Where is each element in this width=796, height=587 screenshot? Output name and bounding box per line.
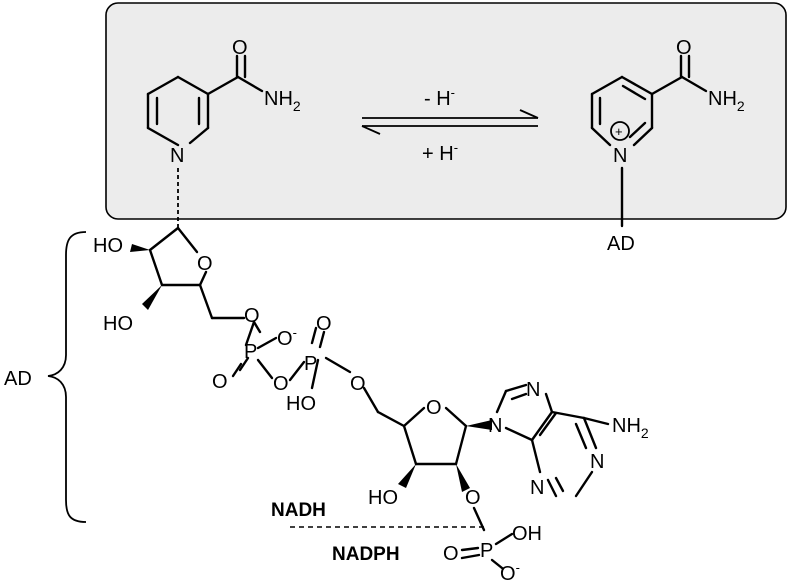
nadh-label: NADH [271, 500, 326, 521]
phosphate-link-oxygen-1: O [244, 305, 260, 327]
amide-nh2-right: NH2 [708, 88, 745, 114]
phosphate-o-minus: O- [277, 325, 297, 350]
adenine-n7: N [526, 379, 540, 401]
phosphate-ho: HO [286, 393, 316, 415]
phosphate-double-o-1: O [212, 371, 228, 393]
ribose-bottom-ring-oxygen: O [426, 397, 442, 419]
ad-label-brace: AD [4, 368, 32, 390]
reverse-condition: + H- [422, 140, 458, 165]
phosphate-double-o-2: O [316, 313, 332, 335]
equilibrium-arrows: - H- + H- [361, 85, 539, 165]
adenine-nh2: NH2 [612, 415, 649, 441]
phosphate-bridge-oxygen: O [273, 373, 289, 395]
adp-ribose-brace: AD [4, 231, 87, 523]
ribose-2-prime-oxygen: O [465, 487, 481, 509]
phosphorus-3: P [480, 540, 493, 562]
pyridinium-ring: + N O NH2 AD [590, 37, 745, 255]
amide-nh2-left: NH2 [264, 88, 301, 114]
ad-label-right: AD [607, 233, 635, 255]
equilibrium-box [105, 2, 787, 220]
phosphorus-2: P [304, 353, 317, 375]
phosphorus-1: P [244, 341, 257, 363]
phosphate-oh: OH [512, 523, 542, 545]
adenine-base: N N N N NH2 [488, 379, 649, 499]
positive-charge: + [615, 124, 623, 139]
nadph-phosphate: P O OH O- NADH NADPH [271, 500, 542, 585]
dihydropyridine-nitrogen: N [170, 145, 184, 167]
positive-charge-circle [610, 121, 630, 141]
ho-top-1: HO [93, 235, 123, 257]
forward-condition: - H- [424, 85, 455, 110]
phosphate-double-o-3: O [443, 543, 459, 565]
ho-bottom: HO [368, 487, 398, 509]
ribose-top-ring-oxygen: O [197, 253, 213, 275]
adenine-n9: N [488, 415, 502, 437]
adenine-n3: N [530, 477, 544, 499]
pyridinium-nitrogen: N [613, 145, 627, 167]
nicotinamide-ribose: HO HO O [93, 226, 246, 335]
phosphate-o-minus-3: O- [500, 560, 520, 582]
phosphate-link-oxygen-2: O [350, 373, 366, 395]
dihydropyridine-ring: N O NH2 [146, 37, 301, 228]
amide-oxygen-left: O [232, 37, 248, 59]
adenosine-ribose: O HO O [368, 397, 492, 509]
adenine-n1: N [590, 451, 604, 473]
amide-oxygen-right: O [676, 37, 692, 59]
nadph-label: NADPH [332, 544, 400, 565]
diphosphate-bridge: O P O- O O P O HO O [212, 305, 380, 415]
ho-top-2: HO [103, 313, 133, 335]
